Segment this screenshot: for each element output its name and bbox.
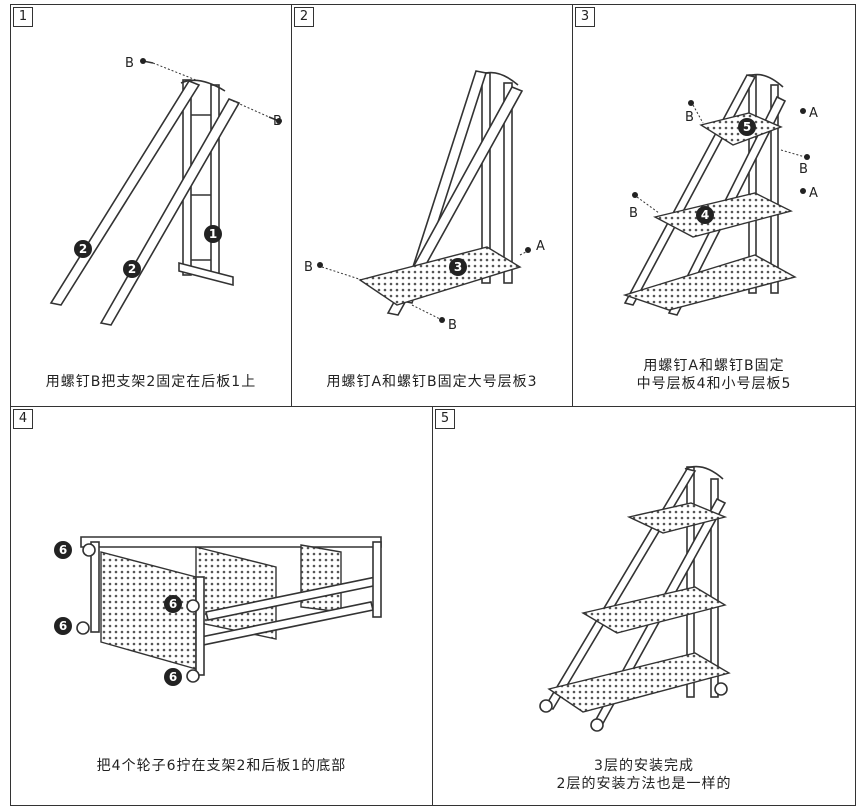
screw-a-label: A <box>536 239 545 254</box>
guide-line <box>411 304 443 321</box>
step-number: 5 <box>435 409 455 429</box>
part-badge-3: 3 <box>449 258 467 276</box>
svg-text:6: 6 <box>59 543 67 557</box>
svg-text:6: 6 <box>59 619 67 633</box>
screw-b-icon <box>140 58 154 64</box>
step-caption: 把4个轮子6拧在支架2和后板1的底部 <box>96 758 347 774</box>
back-panel-1 <box>479 71 519 284</box>
screw-b-icon <box>317 262 323 268</box>
screw-a-icon <box>800 188 806 194</box>
step-panel-4: 4 6 6 6 6 把4个轮子6拧在支架2和后板1的底部 <box>10 406 433 806</box>
step-4-illustration: 6 6 6 6 <box>54 536 382 686</box>
wheel-6 <box>76 543 200 683</box>
svg-text:4: 4 <box>701 208 709 222</box>
large-shelf-3 <box>622 254 797 311</box>
guide-line <box>152 62 197 81</box>
step-caption: 用螺钉A和螺钉B固定大号层板3 <box>326 374 538 390</box>
screw-b-label: B <box>304 260 313 275</box>
screw-a-icon <box>800 108 806 114</box>
guide-line <box>321 266 363 281</box>
svg-text:1: 1 <box>209 227 217 241</box>
svg-text:3: 3 <box>454 260 462 274</box>
screw-b-icon <box>268 116 282 124</box>
step-panel-1: 1 B B 1 2 2 用螺钉B把支架2固定在后板1上 <box>10 4 292 407</box>
inverted-shelf-unit <box>80 536 382 676</box>
screw-b-icon <box>804 154 810 160</box>
step-1-illustration: B B 1 2 2 <box>49 56 282 326</box>
svg-text:5: 5 <box>743 120 751 134</box>
guide-line <box>692 104 704 124</box>
step-number: 1 <box>13 7 33 27</box>
part-badge-6: 6 <box>54 617 72 635</box>
part-badge-5: 5 <box>738 118 756 136</box>
part-badge-6: 6 <box>164 595 182 613</box>
step-2-illustration: B A B 3 <box>304 70 545 333</box>
screw-b-label: B <box>799 162 808 177</box>
svg-text:2: 2 <box>128 262 136 276</box>
svg-text:2: 2 <box>79 242 87 256</box>
guide-line <box>232 100 270 118</box>
bracket-2 <box>400 70 488 304</box>
large-shelf-3 <box>358 246 522 306</box>
guide-line <box>519 250 529 256</box>
screw-b-icon <box>688 100 694 106</box>
step-panel-2: 2 B A B 3 用螺钉A和螺钉B固定大号层板3 <box>291 4 573 407</box>
assembled-shelf-unit <box>539 465 731 732</box>
part-badge-4: 4 <box>696 206 714 224</box>
screw-b-label: B <box>685 110 694 125</box>
step-3-illustration: B A B A B 5 4 <box>622 73 818 316</box>
part-badge-6: 6 <box>54 541 72 559</box>
step-5-illustration <box>539 465 731 732</box>
svg-text:6: 6 <box>169 597 177 611</box>
bracket-2 <box>386 85 524 316</box>
screw-a-label: A <box>809 106 818 121</box>
screw-b-label: B <box>125 56 134 71</box>
part-badge-2: 2 <box>123 260 141 278</box>
screw-b-icon <box>632 192 638 198</box>
step-caption: 用螺钉B把支架2固定在后板1上 <box>45 374 257 390</box>
screw-b-label: B <box>629 206 638 221</box>
step-number: 4 <box>13 409 33 429</box>
part-badge-2: 2 <box>74 240 92 258</box>
step-panel-5: 5 3层的安装完成 2层的安装方法也是一样的 <box>432 406 856 806</box>
back-panel-1 <box>746 73 784 294</box>
screw-b-label: B <box>448 318 457 333</box>
screw-a-icon <box>525 247 531 253</box>
step-caption: 3层的安装完成 2层的安装方法也是一样的 <box>556 758 732 792</box>
screw-b-icon <box>439 317 445 323</box>
guide-line <box>636 196 660 214</box>
screw-b-label: B <box>273 114 282 129</box>
part-badge-1: 1 <box>204 225 222 243</box>
medium-shelf-4 <box>653 192 793 238</box>
screw-a-label: A <box>809 186 818 201</box>
step-caption: 用螺钉A和螺钉B固定 中号层板4和小号层板5 <box>636 358 792 392</box>
part-badge-6: 6 <box>164 668 182 686</box>
svg-text:6: 6 <box>169 670 177 684</box>
step-number: 3 <box>575 7 595 27</box>
step-number: 2 <box>294 7 314 27</box>
guide-line <box>780 149 806 158</box>
step-panel-3: 3 B A B A B 5 4 用螺钉A和螺钉B固定 中号层板4和小号层板5 <box>572 4 856 407</box>
